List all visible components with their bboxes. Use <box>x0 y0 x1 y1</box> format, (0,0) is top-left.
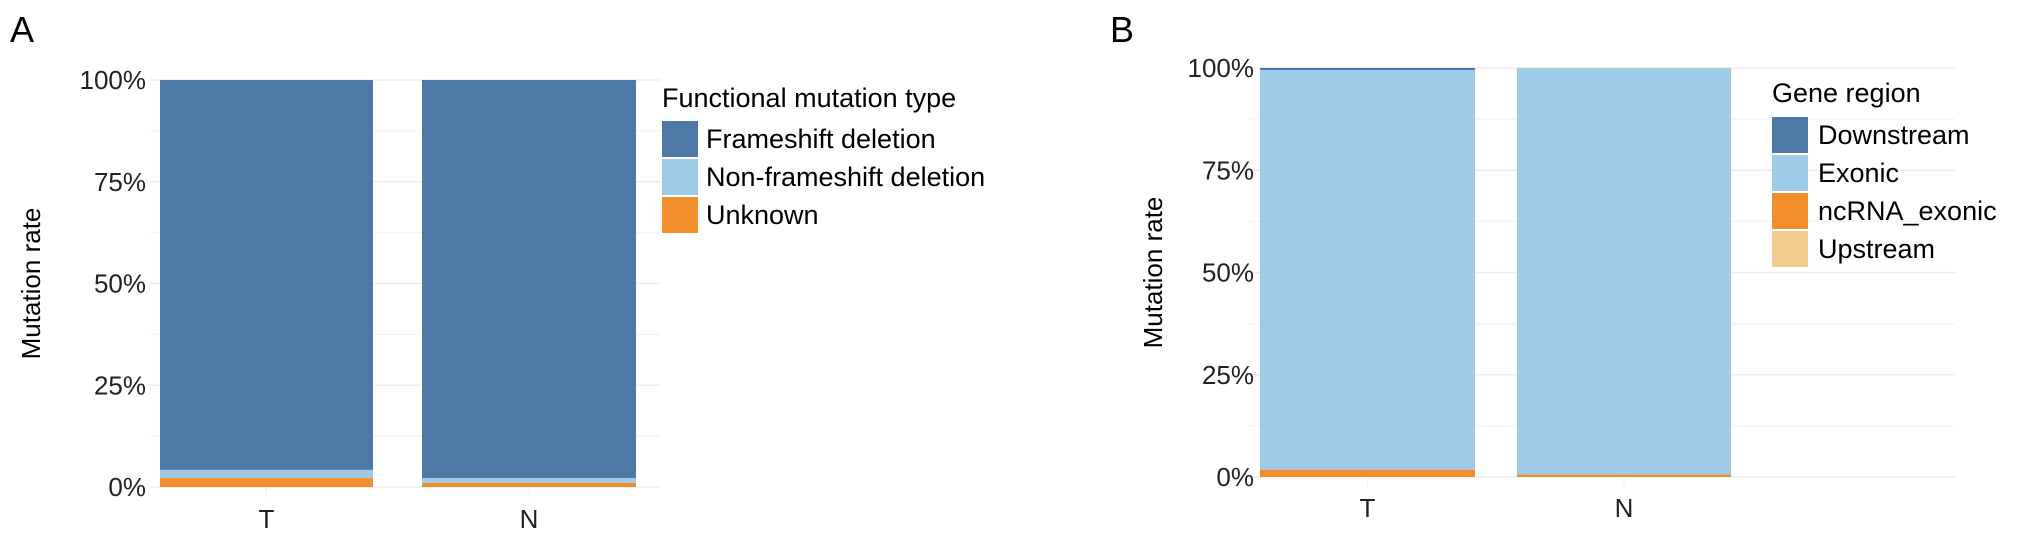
legend-key-a-2 <box>662 197 698 233</box>
ytick-label-b-3: 75% <box>1202 155 1254 185</box>
ytick-label-a-0: 0% <box>108 472 146 502</box>
legend-label-a-0: Frameshift deletion <box>706 124 936 154</box>
ytick-label-b-2: 50% <box>1202 258 1254 288</box>
bar-segment-a-n-1 <box>422 478 636 483</box>
xtick-label-b-n: N <box>1615 493 1634 523</box>
bar-segment-a-t-0 <box>160 478 373 487</box>
legend-key-b-1 <box>1772 155 1808 191</box>
bar-segment-b-n-1 <box>1517 474 1731 477</box>
legend-key-a-0 <box>662 121 698 157</box>
panel-label-a: A <box>10 9 34 50</box>
legend-label-a-1: Non-frameshift deletion <box>706 162 985 192</box>
ytick-label-a-4: 100% <box>80 65 147 95</box>
legend-label-b-3: Upstream <box>1818 234 1935 264</box>
ytick-label-a-2: 50% <box>94 269 146 299</box>
xtick-label-b-t: T <box>1360 493 1376 523</box>
bar-segment-b-t-1 <box>1260 469 1475 477</box>
bar-segment-a-t-2 <box>160 80 373 470</box>
panel-label-b: B <box>1110 9 1134 50</box>
bar-segment-a-n-0 <box>422 482 636 487</box>
legend-label-a-2: Unknown <box>706 200 819 230</box>
ytick-label-b-4: 100% <box>1188 53 1255 83</box>
bar-segment-a-t-1 <box>160 469 373 479</box>
ytick-label-a-1: 25% <box>94 370 146 400</box>
legend-key-b-3 <box>1772 231 1808 267</box>
legend-title-b: Gene region <box>1772 78 1921 108</box>
legend-key-b-2 <box>1772 193 1808 229</box>
bar-segment-b-t-2 <box>1260 70 1475 470</box>
legend-label-b-1: Exonic <box>1818 158 1899 188</box>
ytick-label-b-0: 0% <box>1216 462 1254 492</box>
legend-key-b-0 <box>1772 117 1808 153</box>
legend-label-b-2: ncRNA_exonic <box>1818 196 1997 226</box>
ytick-label-b-1: 25% <box>1202 360 1254 390</box>
legend-label-b-0: Downstream <box>1818 120 1970 150</box>
xtick-label-a-t: T <box>259 504 275 534</box>
legend-key-a-1 <box>662 159 698 195</box>
xtick-label-a-n: N <box>520 504 539 534</box>
y-axis-title-b: Mutation rate <box>1138 197 1168 349</box>
bar-segment-b-n-2 <box>1517 68 1731 475</box>
ytick-label-a-3: 75% <box>94 167 146 197</box>
y-axis-title-a: Mutation rate <box>16 208 46 360</box>
bar-segment-a-n-2 <box>422 80 636 479</box>
legend-title-a: Functional mutation type <box>662 83 956 113</box>
bar-segment-b-t-3 <box>1260 68 1475 71</box>
